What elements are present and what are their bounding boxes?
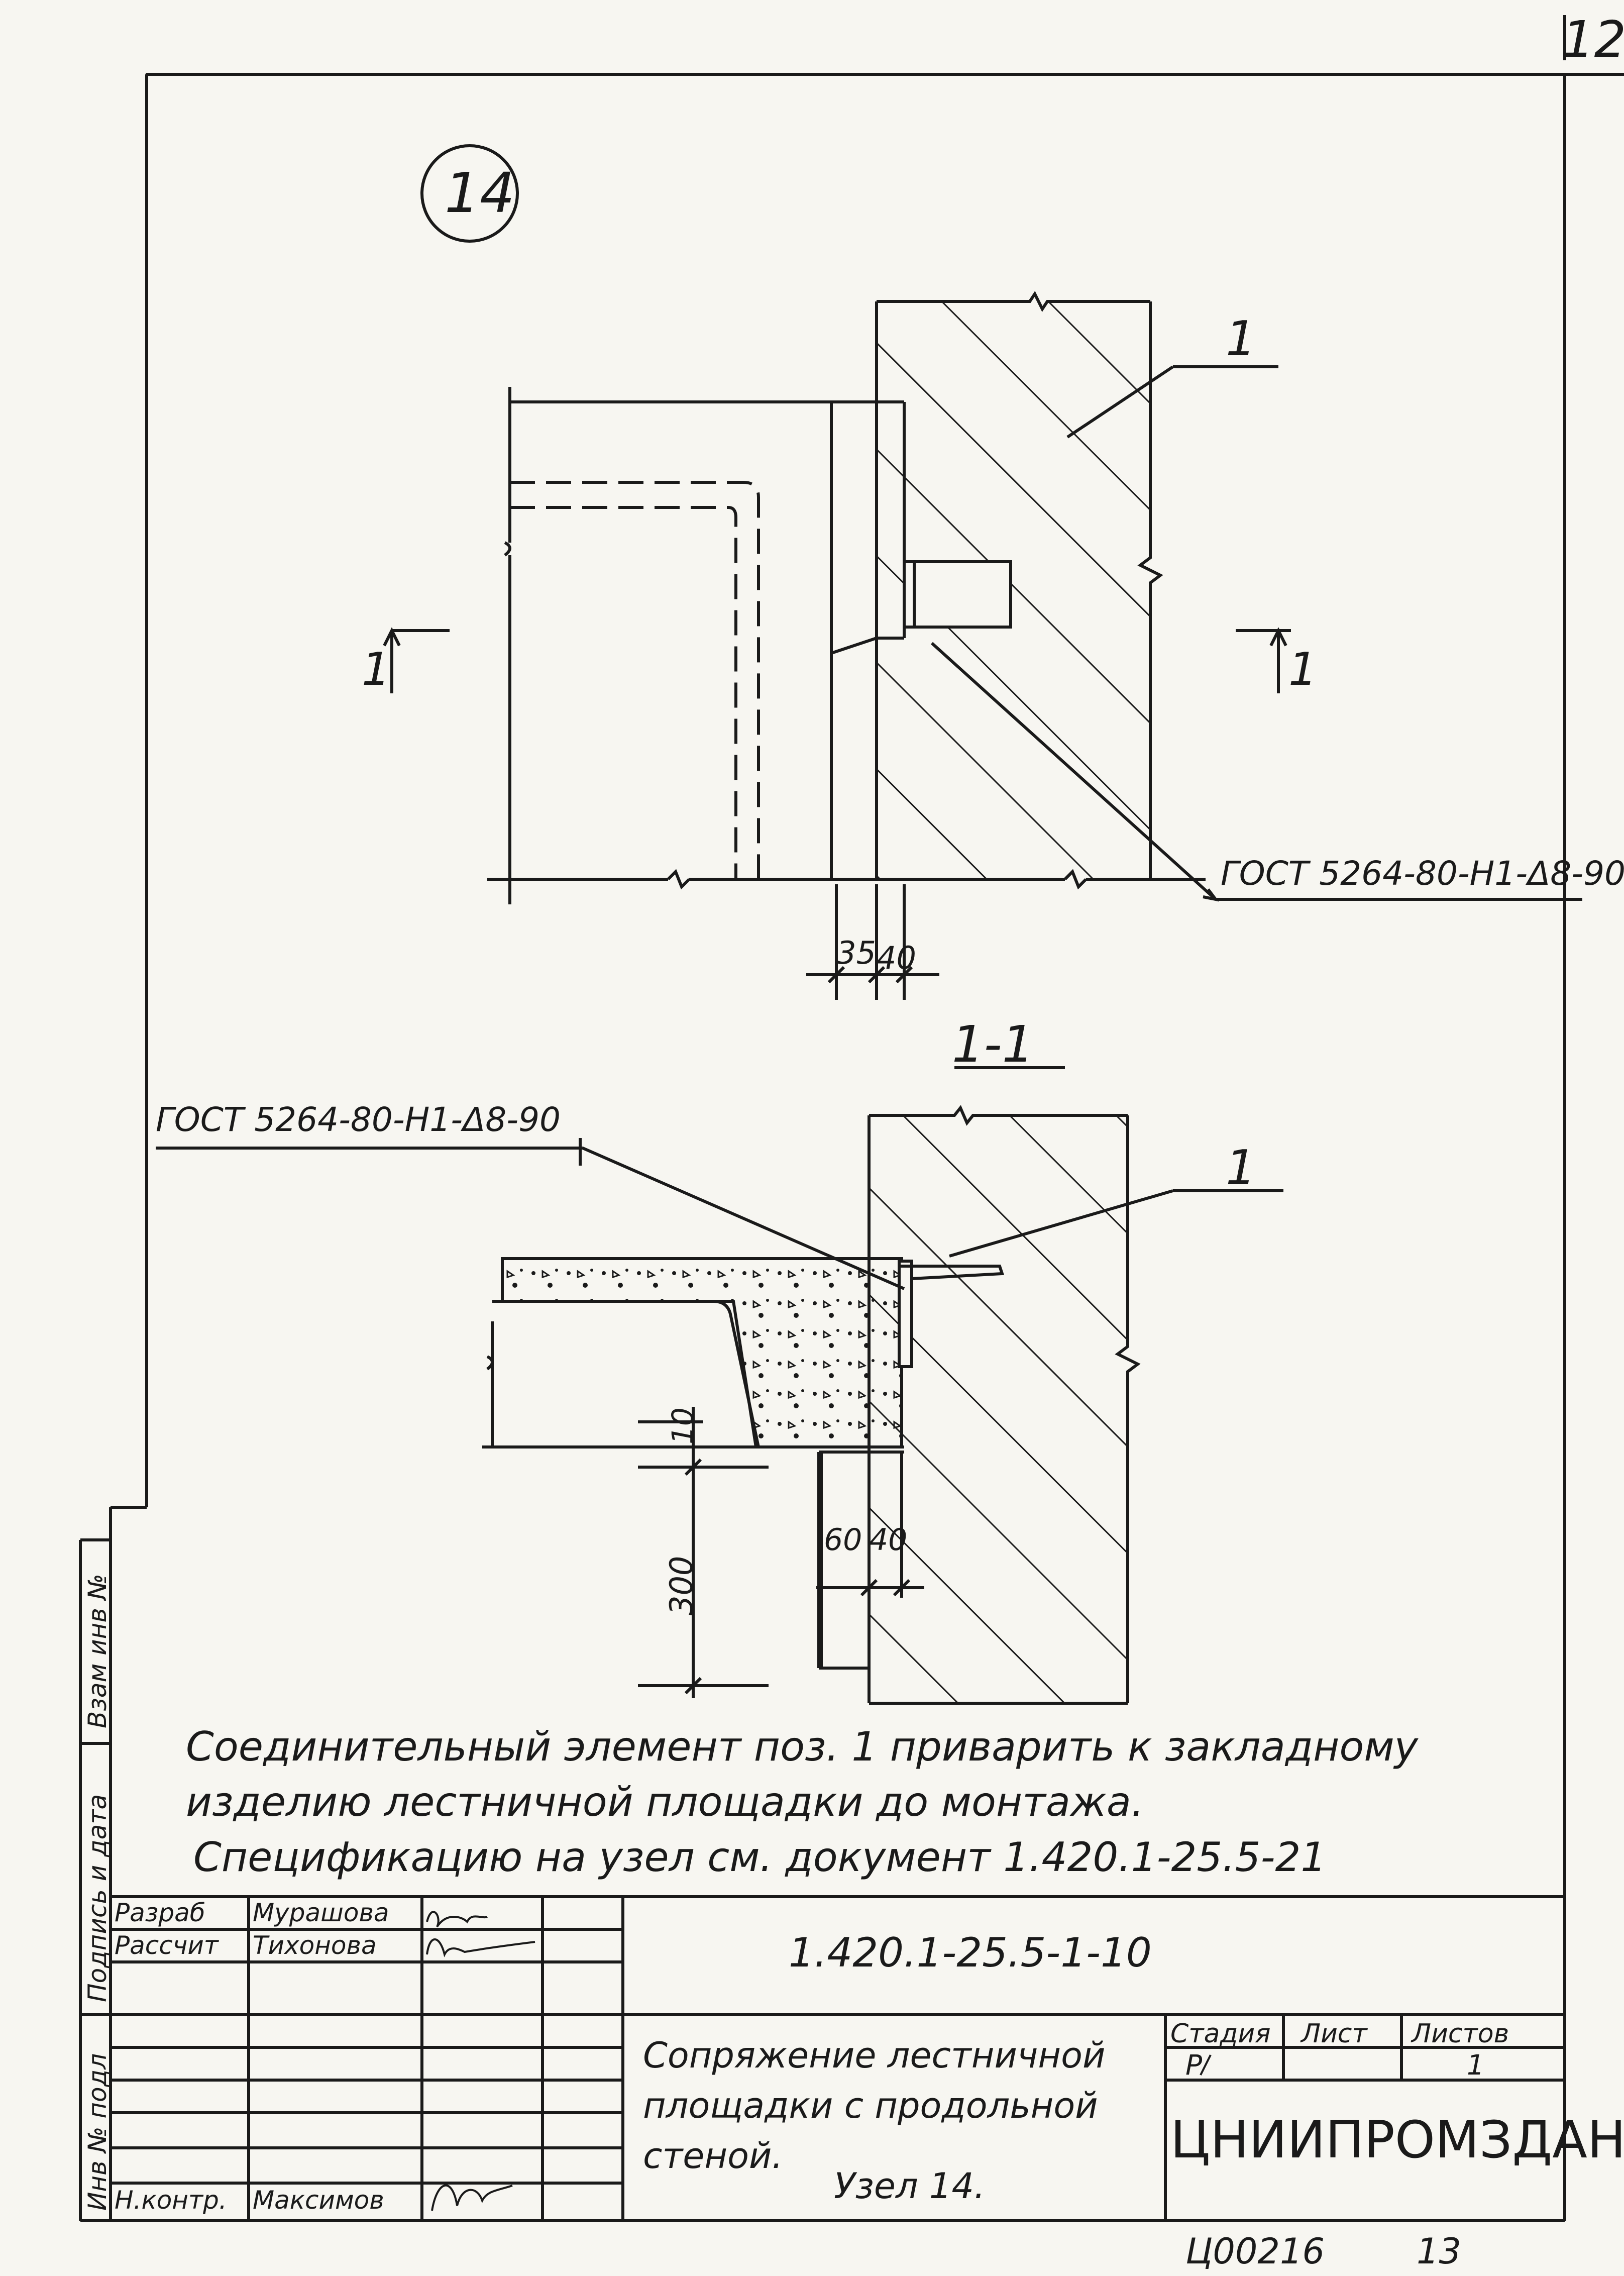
tb-name-calculator: Тихонова: [253, 1931, 377, 1960]
dim-sec-b: 40: [869, 1522, 908, 1558]
footer-page: 13: [1417, 2231, 1462, 2272]
section-label: 1-1: [952, 1015, 1034, 1074]
side-stamp-inv-original: Инв № подл: [83, 2053, 112, 2211]
signature-tikhonova: [426, 1938, 535, 1957]
tb-title-line-3: стеной.: [643, 2135, 783, 2177]
tb-role-norm-control: Н.контр.: [115, 2186, 227, 2215]
tb-role-developer: Разраб: [115, 1898, 205, 1927]
callout-pos-section: 1: [1226, 1141, 1256, 1196]
tb-title-line-2: площадки с продольной: [643, 2085, 1098, 2126]
sheet-number-top: 12: [1562, 10, 1624, 69]
callout-pos-top: 1: [1226, 312, 1256, 367]
gost-label-section: ГОСТ 5264-80-Н1-Δ8-90: [156, 1100, 561, 1139]
stage-value-mark: [1200, 2054, 1212, 2076]
dim-top-b: 40: [877, 940, 916, 976]
signature-maksimov: [431, 2184, 513, 2211]
note-line-3: Спецификацию на узел см. документ 1.420.…: [193, 1834, 1327, 1881]
plan-view: [383, 291, 1582, 1000]
tb-name-norm-control: Максимов: [253, 2186, 384, 2215]
side-stamp-signature-date: Подпись и дата: [83, 1794, 112, 2002]
section-mark-right: 1: [1288, 643, 1318, 696]
tb-sheets-header: Листов: [1412, 2019, 1509, 2049]
tb-stage-header: Стадия: [1170, 2019, 1271, 2049]
tb-designation: 1.420.1-25.5-1-10: [789, 1929, 1152, 1976]
tb-stage-value: Р: [1185, 2049, 1203, 2081]
gost-label-top: ГОСТ 5264-80-Н1-Δ8-90: [1221, 854, 1624, 893]
tb-node-label: Узел 14.: [834, 2165, 986, 2207]
section-mark-left: 1: [362, 643, 391, 696]
node-circle: [420, 144, 519, 243]
side-stamp-replace-inv: Взам инв №: [83, 1574, 112, 1728]
dim-sec-a: 60: [824, 1522, 862, 1558]
dim-top-a: 35: [836, 935, 876, 971]
section-view: [156, 1066, 1283, 1705]
tb-organization: ЦНИИПРОМЗДАНИЙ: [1170, 2110, 1624, 2170]
side-stamp-lines: [79, 1506, 147, 2222]
signatures: [426, 1911, 535, 2211]
dim-sec-gap: 10: [666, 1407, 700, 1444]
title-block-grid: [111, 1895, 1565, 2221]
sheet-frame: [109, 15, 1624, 2222]
signature-murasova: [426, 1911, 488, 1928]
note-line-2: изделию лестничной площадки до монтажа.: [186, 1779, 1144, 1825]
tb-sheets-value: 1: [1467, 2049, 1484, 2081]
tb-role-calculator: Рассчит: [115, 1931, 219, 1960]
dim-sec-height: 300: [663, 1556, 700, 1615]
tb-name-developer: Мурашова: [253, 1898, 389, 1927]
tb-title-line-1: Сопряжение лестничной: [643, 2035, 1106, 2076]
node-marker: 14: [445, 161, 515, 225]
tb-sheet-header: Лист: [1301, 2019, 1367, 2049]
note-line-1: Соединительный элемент поз. 1 приварить …: [186, 1723, 1419, 1770]
footer-archive-code: Ц00216: [1185, 2231, 1325, 2272]
